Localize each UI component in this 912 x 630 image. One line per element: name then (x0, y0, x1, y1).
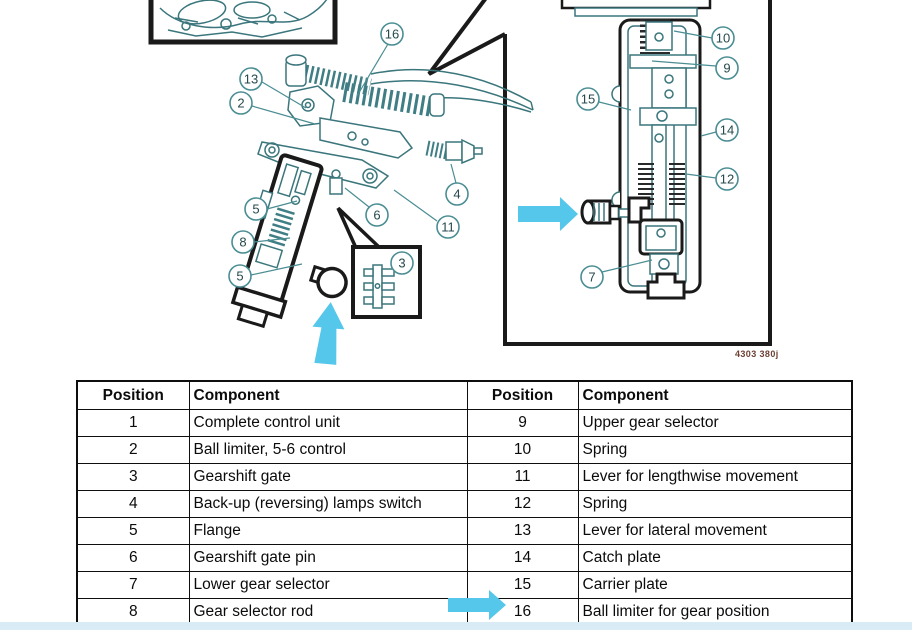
callout-5-lower: 5 (228, 264, 252, 288)
component-cell: Gearshift gate pin (188, 544, 468, 572)
component-cell: Ball limiter, 5-6 control (188, 436, 468, 464)
component-cell: Carrier plate (577, 571, 853, 599)
table-row: 7 Lower gear selector 15 Carrier plate (76, 571, 853, 599)
svg-text:5: 5 (236, 269, 243, 284)
svg-text:15: 15 (581, 92, 595, 107)
position-cell: 4 (76, 490, 190, 518)
svg-text:5: 5 (252, 202, 259, 217)
callout-16: 16 (380, 22, 404, 46)
col-header-component-right: Component (577, 380, 853, 410)
position-cell: 9 (466, 409, 579, 437)
position-cell: 8 (76, 598, 190, 627)
figure-number-caption: 4303 380j (735, 349, 779, 359)
svg-text:2: 2 (237, 96, 244, 111)
callout-3: 3 (390, 251, 414, 275)
callout-9: 9 (715, 56, 739, 80)
component-cell: Complete control unit (188, 409, 468, 437)
position-cell: 10 (466, 436, 579, 464)
svg-text:4: 4 (453, 187, 460, 202)
callout-8: 8 (231, 230, 255, 254)
table-header-row: Position Component Position Component (76, 380, 853, 410)
svg-text:13: 13 (244, 72, 258, 87)
table-row: 8 Gear selector rod 16 Ball limiter for … (76, 598, 853, 627)
component-cell: Spring (577, 490, 853, 518)
svg-text:7: 7 (588, 270, 595, 285)
svg-text:16: 16 (385, 27, 399, 42)
table-row: 1 Complete control unit 9 Upper gear sel… (76, 409, 853, 437)
svg-text:8: 8 (239, 235, 246, 250)
callout-5-upper: 5 (244, 197, 268, 221)
callout-2: 2 (229, 91, 253, 115)
gate-pattern (363, 264, 395, 309)
table-row: 4 Back-up (reversing) lamps switch 12 Sp… (76, 490, 853, 518)
transmission-overview-inset (148, 0, 338, 45)
component-cell: Flange (188, 517, 468, 545)
callout-12: 12 (715, 167, 739, 191)
component-cell: Back-up (reversing) lamps switch (188, 490, 468, 518)
callout-14: 14 (715, 118, 739, 142)
callout-13: 13 (239, 67, 263, 91)
col-header-component-left: Component (188, 380, 468, 410)
component-cell: Lower gear selector (188, 571, 468, 599)
component-cell: Lever for lateral movement (577, 517, 853, 545)
position-cell: 13 (466, 517, 579, 545)
callout-leaders-right (598, 30, 717, 273)
svg-text:3: 3 (398, 256, 405, 271)
component-cell: Ball limiter for gear position (577, 598, 853, 627)
technical-diagram: 16 13 2 5 8 5 6 4 11 3 10 9 15 14 12 7 4… (148, 0, 779, 365)
svg-text:9: 9 (723, 61, 730, 76)
svg-text:10: 10 (716, 31, 730, 46)
svg-text:11: 11 (441, 220, 455, 235)
position-cell: 14 (466, 544, 579, 572)
component-cell: Lever for lengthwise movement (577, 463, 853, 491)
position-cell: 12 (466, 490, 579, 518)
callout-leaders-left (250, 43, 457, 276)
svg-text:14: 14 (720, 123, 734, 138)
highlight-arrow-up (312, 302, 345, 365)
callout-6: 6 (365, 203, 389, 227)
position-cell: 7 (76, 571, 190, 599)
component-cell: Catch plate (577, 544, 853, 572)
highlight-arrow-right (518, 197, 578, 231)
table-row: 5 Flange 13 Lever for lateral movement (76, 517, 853, 545)
position-cell: 15 (466, 571, 579, 599)
svg-text:12: 12 (720, 172, 734, 187)
callout-11: 11 (436, 215, 460, 239)
component-cell: Spring (577, 436, 853, 464)
position-cell: 2 (76, 436, 190, 464)
parts-table: Position Component Position Component 1 … (76, 380, 853, 627)
callout-4: 4 (445, 182, 469, 206)
callout-10: 10 (711, 26, 735, 50)
position-cell: 16 (466, 598, 579, 627)
col-header-position-right: Position (466, 380, 579, 410)
svg-text:6: 6 (373, 208, 380, 223)
position-cell: 3 (76, 463, 190, 491)
position-cell: 1 (76, 409, 190, 437)
control-unit-diagram (230, 54, 534, 329)
table-row: 2 Ball limiter, 5-6 control 10 Spring (76, 436, 853, 464)
position-cell: 5 (76, 517, 190, 545)
component-cell: Gear selector rod (188, 598, 468, 627)
table-row: 6 Gearshift gate pin 14 Catch plate (76, 544, 853, 572)
callout-7: 7 (580, 265, 604, 289)
callout-15: 15 (576, 87, 600, 111)
component-cell: Gearshift gate (188, 463, 468, 491)
component-cell: Upper gear selector (577, 409, 853, 437)
position-cell: 11 (466, 463, 579, 491)
table-row: 3 Gearshift gate 11 Lever for lengthwise… (76, 463, 853, 491)
col-header-position-left: Position (76, 380, 190, 410)
position-cell: 6 (76, 544, 190, 572)
